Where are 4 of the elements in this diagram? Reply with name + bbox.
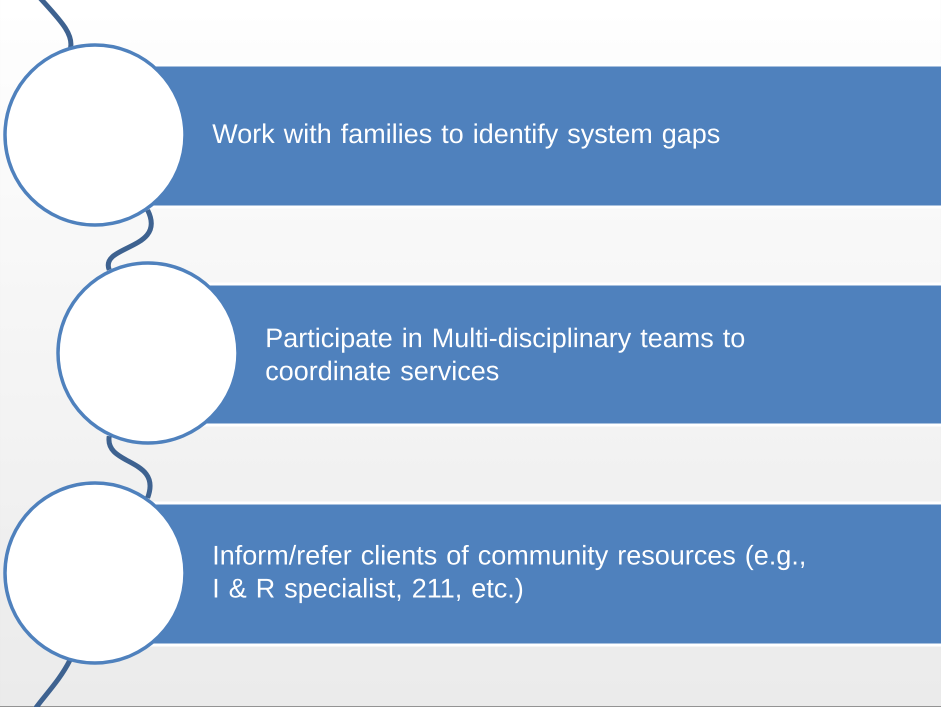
list-bar: Inform/refer clients of community resources (e.g., I & R specialist, 211, etc.): [128, 502, 941, 646]
circle: [3, 481, 187, 665]
list-bar: Participate in Multi-disciplinary teams to coordinate services: [184, 282, 941, 426]
list-bar: Work with families to identify system gaps: [128, 64, 941, 208]
